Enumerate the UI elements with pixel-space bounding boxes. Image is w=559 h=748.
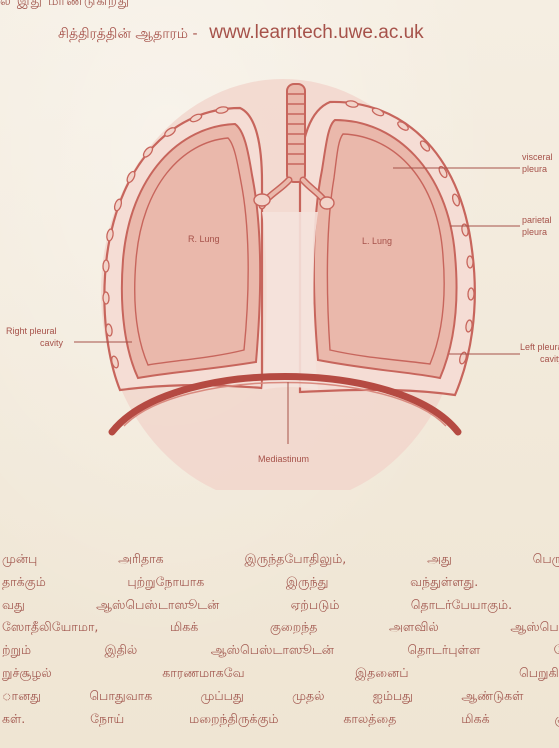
label-right-pleural-2: cavity	[40, 338, 64, 348]
label-r-lung: R. Lung	[188, 234, 220, 244]
label-right-pleural-1: Right pleural	[6, 326, 57, 336]
label-parietal-1: parietal	[522, 215, 552, 225]
text-line: றுச்சூழல் காரணமாகவே இதனைப் பெறுகின்றனர்.	[0, 662, 559, 685]
label-visceral-2: pleura	[522, 164, 547, 174]
label-mediastinum: Mediastinum	[258, 454, 309, 464]
text-line: வது ஆஸ்பெஸ்டாஸூடன் ஏற்படும் தொடர்பேயாகும…	[0, 594, 559, 617]
source-label: சித்திரத்தின் ஆதாரம் -	[58, 26, 198, 42]
source-url: www.learntech.uwe.ac.uk	[209, 22, 423, 43]
cut-off-text-line: ல இது மாண்டுகிறது	[0, 0, 559, 10]
label-visceral-1: visceral	[522, 152, 553, 162]
label-left-pleural-1: Left pleural	[520, 342, 559, 352]
mediastinum-region	[262, 212, 318, 390]
body-paragraph: முன்பு அரிதாக இருந்தபோதிலும், அது பெரும்…	[0, 548, 559, 748]
pleura-diagram: R. Lung L. Lung visceral pleura parietal…	[0, 60, 559, 490]
text-line: ஸோதீலியோமா, மிகக் குறைந்த அளவில் ஆஸ்பெஸ்…	[0, 616, 559, 639]
label-left-pleural-2: cavity	[540, 354, 559, 364]
text-line: ானது பொதுவாக முப்பது முதல் ஐம்பது ஆண்டுக…	[0, 685, 559, 708]
text-line: முன்பு அரிதாக இருந்தபோதிலும், அது பெரும்…	[0, 548, 559, 571]
label-l-lung: L. Lung	[362, 236, 392, 246]
text-line: ற்றும் இதில் ஆஸ்பெஸ்டாஸூடன் தொடர்புள்ள ந…	[0, 639, 559, 662]
text-line: கள். நோய் மறைந்திருக்கும் காலத்தை மிகக் …	[0, 708, 559, 731]
label-parietal-2: pleura	[522, 227, 547, 237]
text-line: தாக்கும் புற்றுநோயாக இருந்து வந்துள்ளது.…	[0, 571, 559, 594]
image-source-caption: சித்திரத்தின் ஆதாரம் - www.learntech.uwe…	[58, 22, 558, 48]
